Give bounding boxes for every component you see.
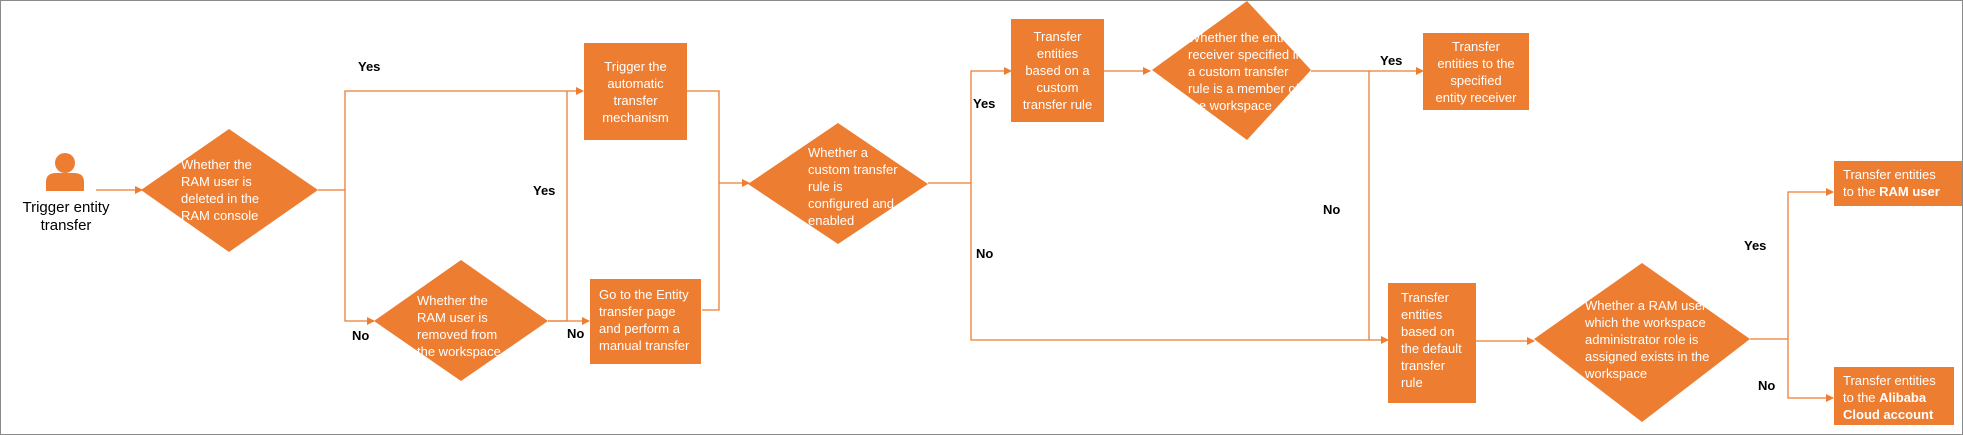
connector-custom-no — [970, 183, 1389, 344]
decision-ram-removed-shape — [374, 260, 548, 381]
connector-no-to-removed — [344, 190, 375, 325]
connector-manual-to-custom — [702, 183, 720, 311]
process-auto-transfer-text: Trigger the automatic transfer mechanism — [602, 59, 669, 125]
label-no-custom-rule: No — [976, 246, 994, 261]
process-to-alibaba-shape — [1834, 367, 1954, 425]
process-manual-transfer-text: Go to the Entity transfer page and perfo… — [599, 287, 690, 353]
decision-shapes — [141, 1, 1750, 422]
label-no-admin: No — [1758, 378, 1776, 393]
label-yes-ram-removed: Yes — [533, 183, 556, 198]
process-default-transfer-text: Transfer entities based on the default t… — [1401, 290, 1462, 390]
process-to-receiver-shape — [1423, 33, 1529, 110]
connector-custom-yes — [970, 67, 1012, 183]
start-label: Trigger entity transfer — [22, 199, 110, 234]
label-yes-ram-deleted: Yes — [358, 59, 381, 74]
decision-custom-rule-shape — [748, 123, 928, 244]
decision-ram-removed-text: Whether the RAM user is removed from the… — [417, 293, 501, 359]
process-to-ram-user-shape — [1834, 161, 1962, 206]
decision-receiver-member-text: Whether the entity receiver specified in… — [1188, 30, 1303, 113]
connector-admin-yes — [1787, 188, 1834, 339]
label-yes-receiver: Yes — [1380, 53, 1403, 68]
decision-admin-role-text: Whether a RAM user which the workspace a… — [1585, 298, 1710, 381]
process-default-transfer-shape — [1388, 283, 1476, 403]
process-custom-transfer-shape — [1011, 19, 1104, 122]
decision-custom-rule-text: Whether a custom transfer rule is config… — [808, 145, 898, 228]
connector-yes-to-auto — [344, 87, 584, 190]
connector-auto-to-custom — [687, 90, 720, 183]
decision-ram-deleted-shape — [141, 129, 318, 252]
decision-ram-deleted-text: Whether the RAM user is deleted in the R… — [181, 157, 260, 223]
process-to-ram-user-text: Transfer entities to the RAM user — [1843, 167, 1940, 199]
process-manual-transfer-shape — [590, 279, 701, 364]
label-yes-admin: Yes — [1744, 238, 1767, 253]
process-shapes — [584, 19, 1962, 425]
label-no-ram-deleted: No — [352, 328, 370, 343]
connector-admin-no — [1787, 339, 1834, 402]
decision-receiver-member-shape — [1152, 1, 1311, 140]
decision-admin-role-shape — [1534, 263, 1750, 422]
label-no-receiver: No — [1323, 202, 1341, 217]
label-yes-custom-rule: Yes — [973, 96, 996, 111]
process-auto-transfer-shape — [584, 43, 687, 140]
connector-removed-yes-to-auto — [548, 91, 568, 322]
process-custom-transfer-text: Transfer entities based on a custom tran… — [1022, 29, 1093, 112]
process-to-receiver-text: Transfer entities to the specified entit… — [1435, 39, 1517, 105]
label-no-ram-removed: No — [567, 326, 585, 341]
person-icon — [46, 153, 84, 191]
process-to-alibaba-text: Transfer entities to the Alibaba Cloud a… — [1843, 373, 1936, 422]
